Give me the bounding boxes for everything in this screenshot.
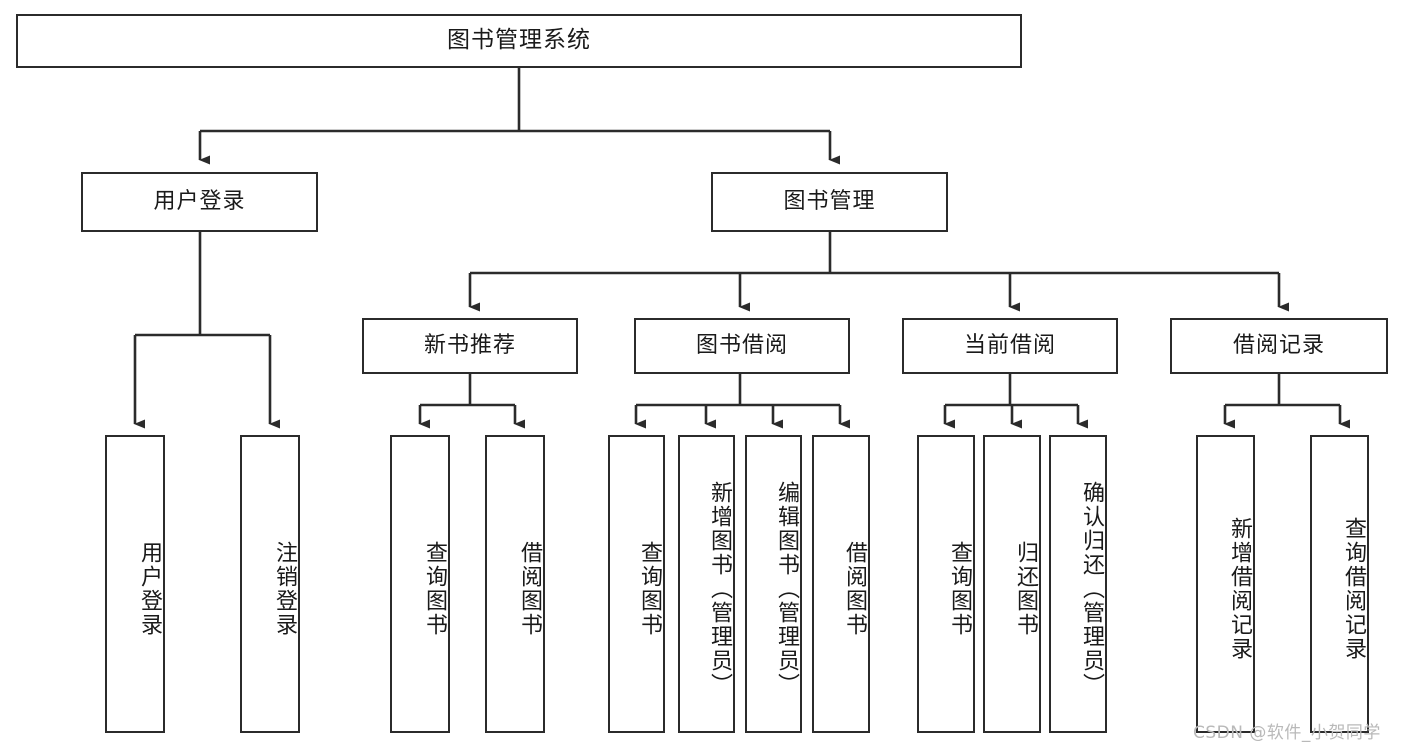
leaf-user-login-logout[interactable]: 注销登录 bbox=[240, 435, 300, 733]
node-borrow-record[interactable]: 借阅记录 bbox=[1170, 318, 1388, 374]
node-book-manage[interactable]: 图书管理 bbox=[711, 172, 948, 232]
node-book-manage-label: 图书管理 bbox=[783, 188, 876, 214]
leaf-current-query-book[interactable]: 查询图书 bbox=[917, 435, 975, 733]
leaf-label: 查询借阅记录 bbox=[1341, 517, 1366, 661]
node-new-book-recommend-label: 新书推荐 bbox=[423, 332, 516, 358]
leaf-label: 新增图书（管理员） bbox=[707, 481, 732, 697]
leaf-label: 编辑图书（管理员） bbox=[774, 481, 799, 697]
leaf-borrow-query-book[interactable]: 查询图书 bbox=[608, 435, 665, 733]
leaf-label: 查询图书 bbox=[947, 541, 972, 637]
leaf-new-book-borrow[interactable]: 借阅图书 bbox=[485, 435, 545, 733]
leaf-label: 借阅图书 bbox=[517, 541, 542, 637]
node-root-label: 图书管理系统 bbox=[447, 27, 591, 54]
leaf-current-return-book[interactable]: 归还图书 bbox=[983, 435, 1041, 733]
leaf-borrow-edit-book-admin[interactable]: 编辑图书（管理员） bbox=[745, 435, 802, 733]
watermark-text: CSDN @软件_小贺同学 bbox=[1193, 723, 1381, 743]
node-book-borrow[interactable]: 图书借阅 bbox=[634, 318, 850, 374]
leaf-label: 查询图书 bbox=[637, 541, 662, 637]
csdn-watermark: CSDN @软件_小贺同学 bbox=[1193, 718, 1381, 743]
leaf-user-login-login[interactable]: 用户登录 bbox=[105, 435, 165, 733]
leaf-label: 归还图书 bbox=[1013, 541, 1038, 637]
node-root-system[interactable]: 图书管理系统 bbox=[16, 14, 1022, 68]
node-current-borrow[interactable]: 当前借阅 bbox=[902, 318, 1118, 374]
node-user-login[interactable]: 用户登录 bbox=[81, 172, 318, 232]
node-user-login-label: 用户登录 bbox=[153, 188, 246, 214]
leaf-new-book-query[interactable]: 查询图书 bbox=[390, 435, 450, 733]
leaf-label: 借阅图书 bbox=[842, 541, 867, 637]
node-current-borrow-label: 当前借阅 bbox=[963, 332, 1056, 358]
leaf-borrow-borrow-book[interactable]: 借阅图书 bbox=[812, 435, 870, 733]
node-book-borrow-label: 图书借阅 bbox=[695, 332, 788, 358]
leaf-label: 用户登录 bbox=[137, 541, 162, 637]
leaf-record-query-record[interactable]: 查询借阅记录 bbox=[1310, 435, 1369, 733]
leaf-current-confirm-return-admin[interactable]: 确认归还（管理员） bbox=[1049, 435, 1107, 733]
leaf-label: 确认归还（管理员） bbox=[1079, 481, 1104, 697]
node-borrow-record-label: 借阅记录 bbox=[1232, 332, 1325, 358]
leaf-label: 查询图书 bbox=[422, 541, 447, 637]
leaf-label: 新增借阅记录 bbox=[1227, 517, 1252, 661]
node-new-book-recommend[interactable]: 新书推荐 bbox=[362, 318, 578, 374]
leaf-label: 注销登录 bbox=[272, 541, 297, 637]
leaf-borrow-add-book-admin[interactable]: 新增图书（管理员） bbox=[678, 435, 735, 733]
leaf-record-add-record[interactable]: 新增借阅记录 bbox=[1196, 435, 1255, 733]
